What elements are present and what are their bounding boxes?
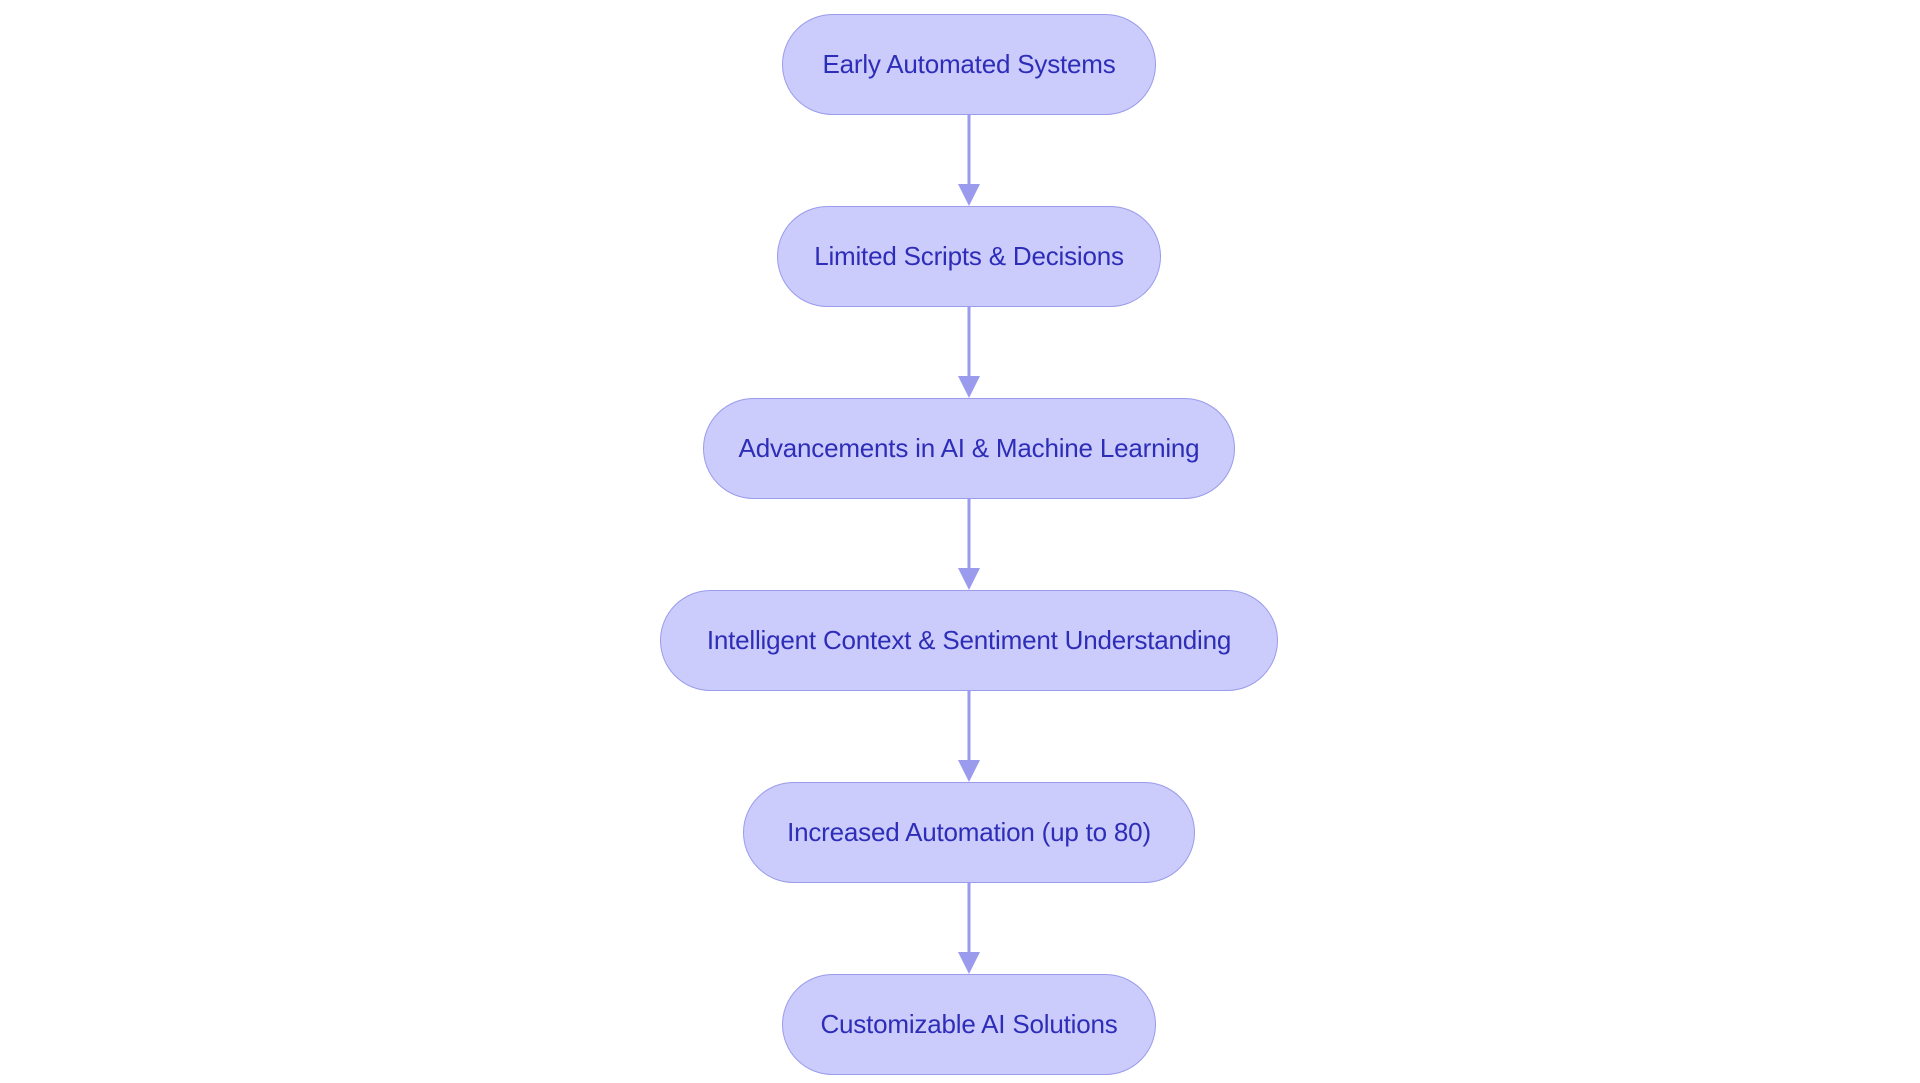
arrowhead-icon [958, 952, 980, 974]
node-customizable-ai-solutions: Customizable AI Solutions [782, 974, 1156, 1075]
node-limited-scripts-decisions: Limited Scripts & Decisions [777, 206, 1161, 307]
node-early-automated-systems: Early Automated Systems [782, 14, 1156, 115]
arrowhead-icon [958, 568, 980, 590]
arrowhead-icon [958, 184, 980, 206]
node-increased-automation: Increased Automation (up to 80) [743, 782, 1195, 883]
node-advancements-ai-ml: Advancements in AI & Machine Learning [703, 398, 1235, 499]
node-intelligent-context-sentiment: Intelligent Context & Sentiment Understa… [660, 590, 1278, 691]
arrowhead-icon [958, 376, 980, 398]
arrowhead-icon [958, 760, 980, 782]
